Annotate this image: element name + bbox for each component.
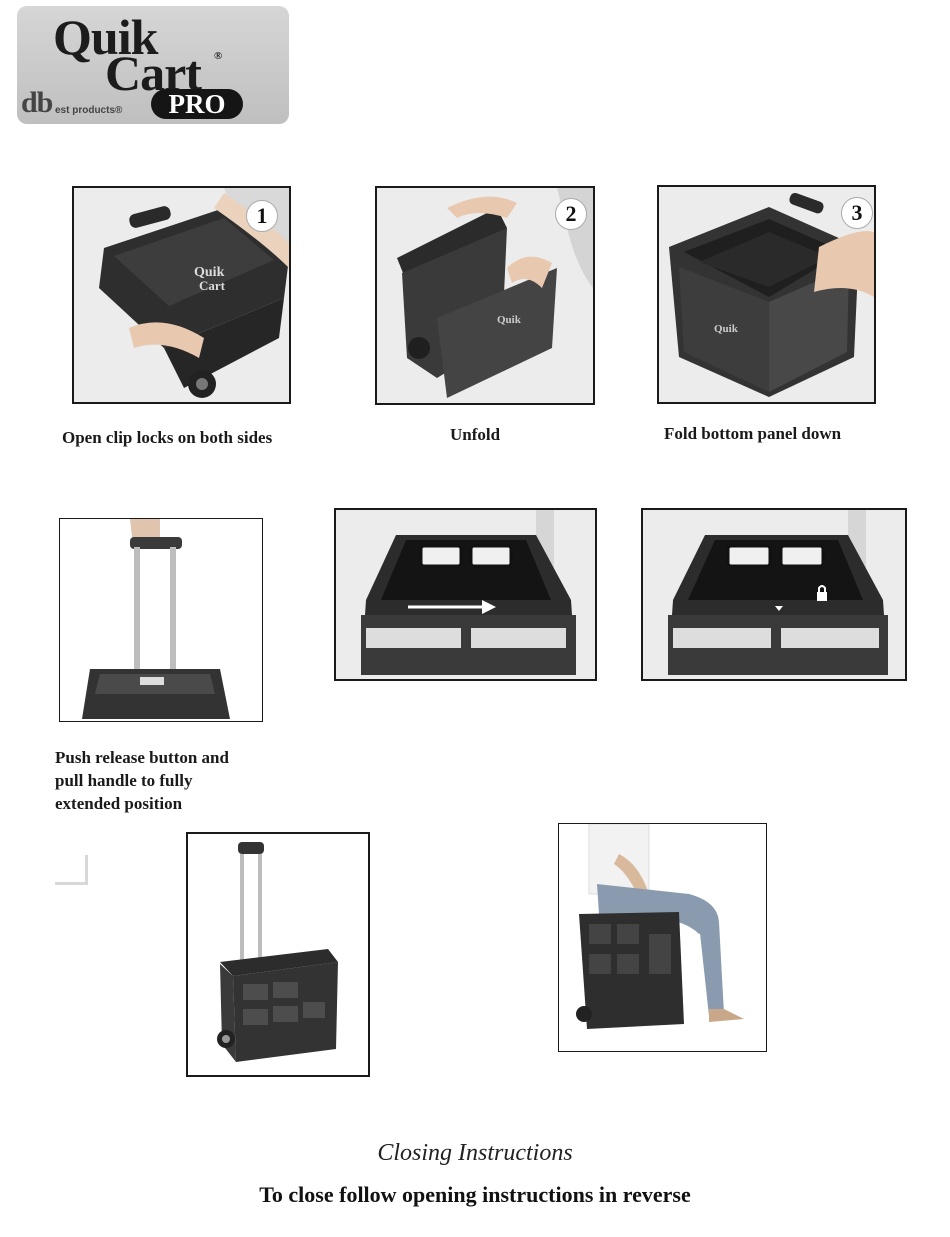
step-2-photo: Quik 2 bbox=[375, 186, 595, 405]
photo-locked-icon bbox=[643, 510, 905, 679]
svg-text:Quik: Quik bbox=[714, 323, 739, 335]
logo-registered-mark: ® bbox=[214, 50, 222, 62]
closing-instructions-text: To close follow opening instructions in … bbox=[0, 1182, 950, 1208]
step-3-number-badge: 3 bbox=[841, 197, 873, 229]
logo-brand-tail: est products® bbox=[55, 105, 122, 116]
handle-caption-line-3: extended position bbox=[55, 792, 229, 815]
locked-photo bbox=[641, 508, 907, 681]
handle-extend-photo bbox=[59, 518, 263, 722]
photo-slide-lock-icon bbox=[336, 510, 595, 679]
photo-extend-handle-icon bbox=[60, 519, 262, 721]
assembled-cart-photo bbox=[186, 832, 370, 1077]
step-3-photo: Quik 3 bbox=[657, 185, 876, 404]
step-1-caption: Open clip locks on both sides bbox=[62, 428, 272, 448]
handle-caption: Push release button and pull handle to f… bbox=[55, 746, 229, 815]
slide-lock-photo bbox=[334, 508, 597, 681]
handle-caption-line-2: pull handle to fully bbox=[55, 769, 229, 792]
svg-text:Cart: Cart bbox=[199, 278, 226, 293]
step-1-number-badge: 1 bbox=[246, 200, 278, 232]
step-2-caption: Unfold bbox=[450, 425, 500, 445]
brand-logo: Quik Cart ® db est products® PRO bbox=[17, 6, 289, 124]
step-1-photo: Quik Cart 1 bbox=[72, 186, 291, 404]
logo-pro-badge: PRO bbox=[151, 89, 243, 119]
photo-seat-usage-icon bbox=[559, 824, 766, 1051]
handle-caption-line-1: Push release button and bbox=[55, 746, 229, 769]
photo-assembled-cart-icon bbox=[188, 834, 368, 1075]
svg-text:Quik: Quik bbox=[497, 314, 522, 326]
seat-usage-photo bbox=[558, 823, 767, 1052]
step-3-caption: Fold bottom panel down bbox=[664, 424, 841, 444]
corner-mark bbox=[55, 855, 88, 885]
logo-db-text: db bbox=[21, 88, 52, 118]
closing-title: Closing Instructions bbox=[0, 1140, 950, 1167]
step-2-number-badge: 2 bbox=[555, 198, 587, 230]
